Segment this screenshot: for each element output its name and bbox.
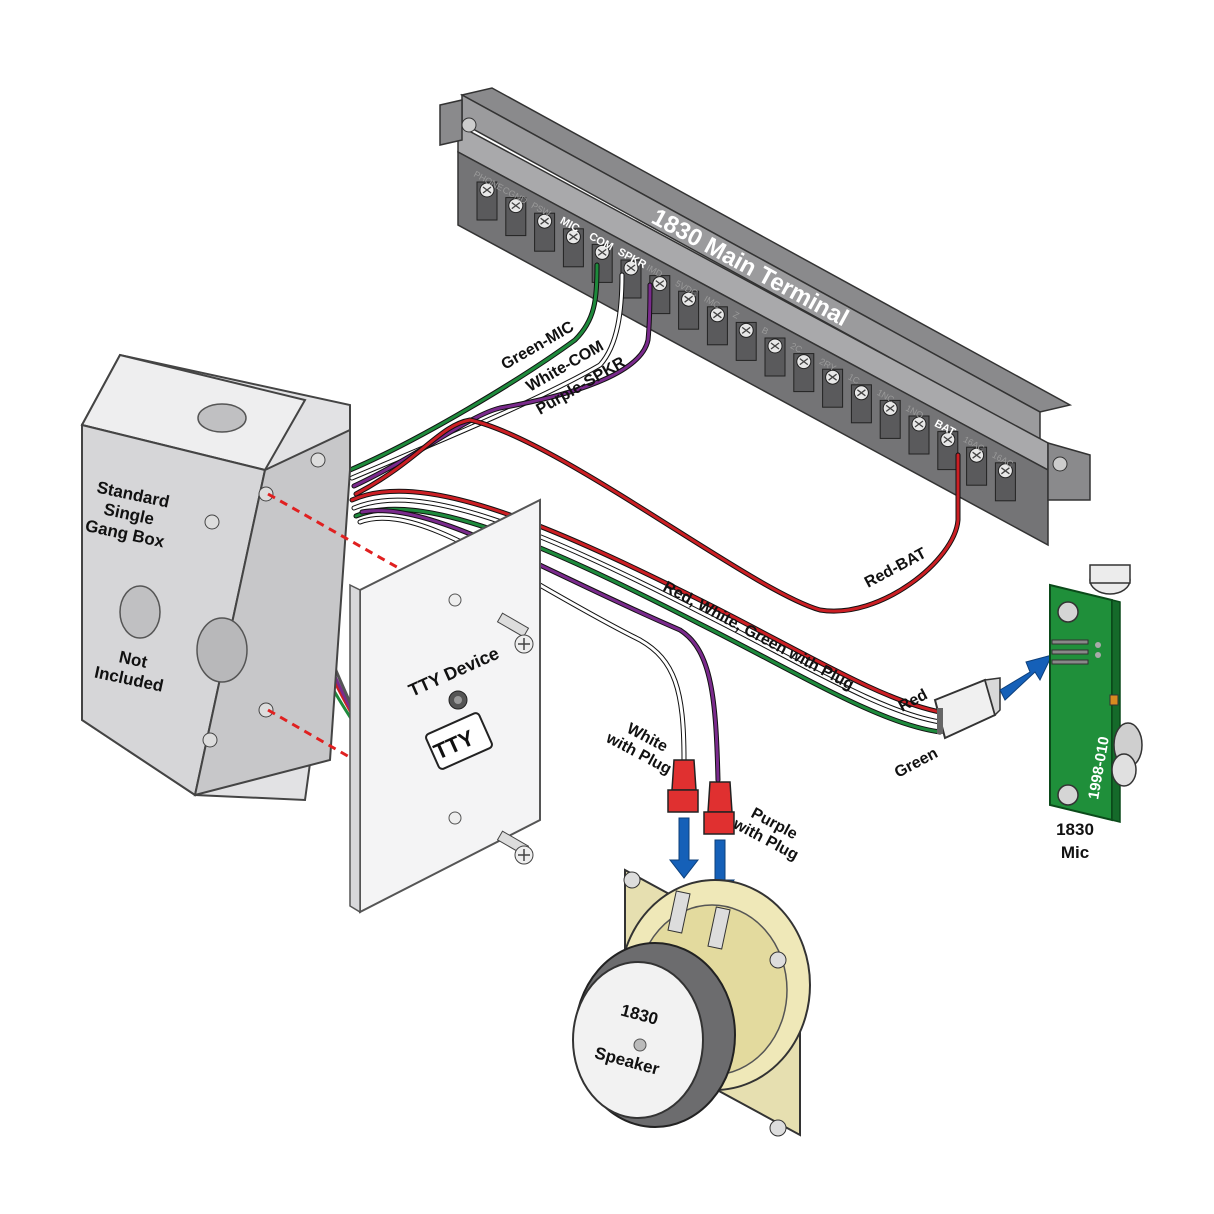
label-green: Green — [892, 745, 941, 782]
screw-slot — [626, 264, 636, 272]
screw-slot — [597, 248, 607, 256]
screw-slot — [655, 280, 665, 288]
screw-slot — [713, 311, 722, 319]
main-terminal-block — [439, 87, 1091, 547]
mic-arrow — [999, 654, 1053, 701]
mic-label: 1830 Mic — [1056, 820, 1094, 862]
screw-slot — [972, 451, 981, 459]
mic-label-line2: Mic — [1061, 843, 1089, 862]
screw-slot — [511, 202, 521, 210]
screw-slot — [741, 326, 751, 334]
terminal-screws — [476, 181, 1016, 502]
screw-slot — [943, 436, 953, 444]
terminal-label: Z — [731, 309, 741, 321]
plate-screw-bottom — [496, 830, 534, 865]
label-purple-with-plug: Purple with Plug — [729, 805, 801, 864]
mic-board — [1049, 564, 1143, 823]
terminal-label: B — [760, 325, 770, 337]
screw-slot — [828, 373, 837, 381]
tty-wall-plate — [349, 498, 541, 914]
mic-connector-plug — [933, 677, 1001, 740]
screw-slot — [914, 420, 924, 428]
screw-slot — [482, 186, 492, 194]
screw-slot — [770, 342, 780, 350]
label-red-bat: Red-BAT — [862, 545, 930, 592]
screw-slot — [885, 404, 895, 412]
gang-box — [80, 353, 351, 802]
plate-screw-top — [496, 612, 534, 654]
screw-slot — [569, 233, 578, 241]
screw-slot — [684, 295, 693, 303]
speaker-plugs — [667, 759, 735, 835]
screw-slot — [540, 217, 549, 225]
label-white-with-plug: White with Plug — [602, 720, 674, 778]
mic-label-line1: 1830 — [1056, 820, 1094, 839]
speaker — [572, 868, 811, 1137]
screw-slot — [799, 358, 809, 366]
label-red: Red — [896, 686, 931, 715]
screw-slot — [857, 389, 866, 397]
screw-slot — [1001, 467, 1010, 475]
